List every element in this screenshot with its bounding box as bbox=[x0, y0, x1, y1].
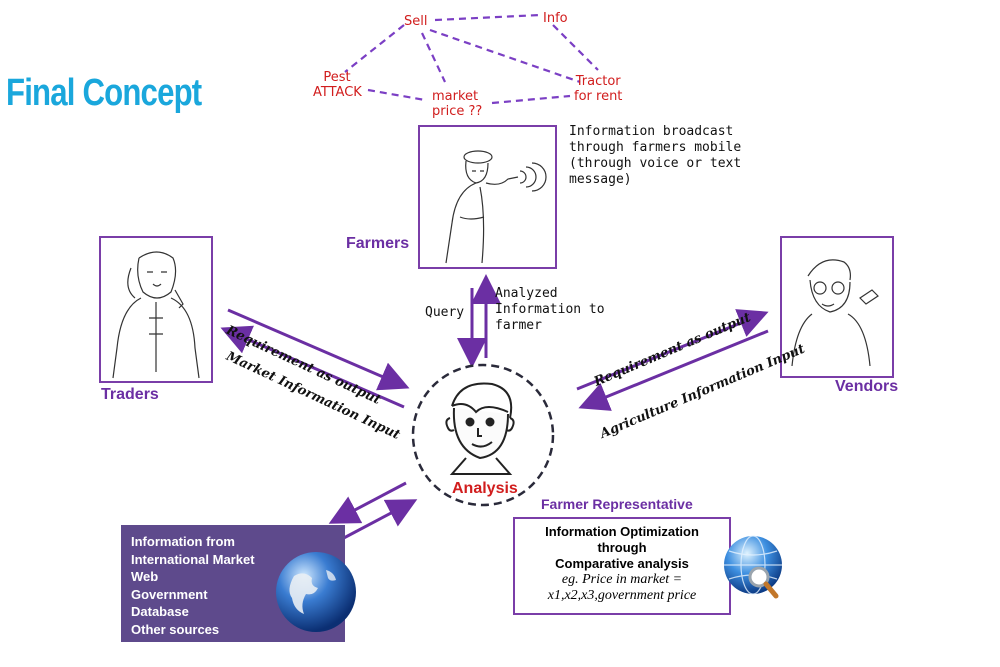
broadcast-line-1: Information broadcast bbox=[569, 124, 734, 139]
topic-tractor-line1: Tractor bbox=[575, 74, 621, 89]
vendor-sketch-icon bbox=[791, 259, 879, 367]
web-link-pest-market bbox=[367, 88, 426, 102]
vendors-label: Vendors bbox=[835, 378, 899, 395]
web-link-info-tractor bbox=[552, 24, 599, 71]
web-link-sell-tractor bbox=[429, 28, 581, 84]
analyst-face-icon bbox=[445, 382, 515, 475]
topic-pest-line1: Pest bbox=[323, 70, 351, 85]
topic-market-line2: price ?? bbox=[432, 104, 483, 119]
vendors-input-arrow bbox=[578, 329, 769, 411]
topic-tractor: Tractor for rent bbox=[574, 74, 622, 104]
sources-input-arrow bbox=[339, 499, 418, 542]
web-link-sell-market bbox=[421, 32, 446, 83]
sources-line-1: Information from bbox=[131, 534, 235, 549]
sources-line-4: Government bbox=[131, 586, 208, 602]
trader-frame bbox=[99, 236, 213, 383]
topic-sell: Sell bbox=[404, 14, 428, 29]
farmers-label: Farmers bbox=[346, 235, 410, 252]
query-label: Query bbox=[425, 305, 465, 320]
topic-attack: ATTACK bbox=[313, 85, 362, 100]
broadcast-line-2: through farmers mobile bbox=[569, 140, 742, 155]
broadcast-line-3: (through voice or text bbox=[569, 156, 742, 171]
web-link-sell-pest bbox=[344, 24, 405, 73]
sources-line-5: Database bbox=[131, 604, 189, 619]
globe-icon bbox=[276, 552, 356, 632]
web-link-sell-info bbox=[434, 13, 541, 22]
broadcast-line-4: message) bbox=[569, 172, 632, 187]
traders-requirement-arrow bbox=[227, 308, 410, 391]
farmer-rep-label: Farmer Representative bbox=[541, 496, 693, 512]
analyzed-line-2: Information to bbox=[495, 302, 605, 317]
sources-output-arrow bbox=[328, 481, 407, 524]
analyzed-line-3: farmer bbox=[495, 318, 542, 333]
traders-label: Traders bbox=[101, 386, 159, 403]
farmer-frame bbox=[418, 125, 557, 269]
web-link-market-tractor bbox=[491, 94, 571, 105]
trader-sketch-icon bbox=[112, 251, 200, 379]
optimization-line-4: eg. Price in market = bbox=[561, 572, 683, 587]
vendors-requirement-arrow bbox=[576, 309, 769, 391]
traders-input-arrow bbox=[220, 325, 405, 409]
optimization-line-1: Information Optimization bbox=[545, 524, 699, 539]
sources-line-3: Web bbox=[131, 569, 159, 584]
analysis-label: Analysis bbox=[452, 480, 518, 497]
vendor-frame bbox=[780, 236, 894, 378]
sources-line-6: Other sources bbox=[131, 621, 220, 637]
optimization-line-3: Comparative analysis bbox=[555, 556, 689, 571]
topic-pest: Pest bbox=[315, 70, 359, 85]
idea-web bbox=[344, 13, 599, 105]
topic-market-line1: market bbox=[432, 89, 479, 104]
broadcast-note: Information broadcast through farmers mo… bbox=[569, 124, 741, 188]
optimization-box: Information Optimization through Compara… bbox=[513, 517, 731, 615]
analyzed-note: Analyzed Information to farmer bbox=[495, 286, 605, 334]
optimization-line-2: through bbox=[597, 540, 647, 555]
analyzed-line-1: Analyzed bbox=[495, 286, 558, 301]
optimization-line-5: x1,x2,x3,government price bbox=[547, 588, 697, 603]
farmer-sketch-icon bbox=[445, 150, 547, 264]
topic-info: Info bbox=[543, 11, 568, 26]
topic-market-price: market price ?? bbox=[432, 89, 482, 119]
page-title: Final Concept bbox=[6, 72, 202, 114]
search-globe-icon bbox=[724, 535, 782, 599]
sources-line-2: International Market bbox=[131, 551, 255, 567]
topic-tractor-line2: for rent bbox=[574, 89, 623, 104]
